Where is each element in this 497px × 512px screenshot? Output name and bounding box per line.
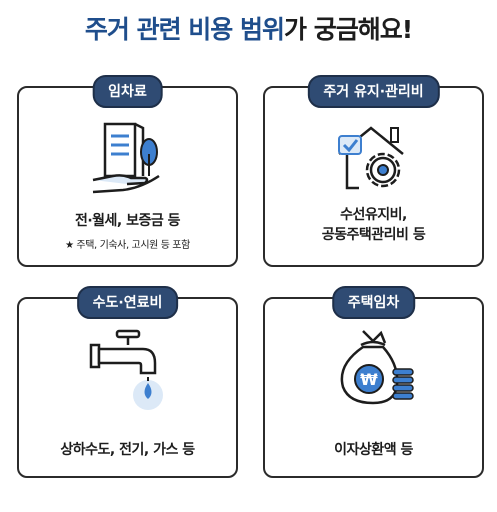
card-rent: 임차료 전·월세, 보증금 등 ★ 주택, 기숙사, 고시원 등 포함 (17, 75, 238, 267)
card-desc-line2: 공동주택관리비 등 (321, 227, 426, 243)
card-desc-line1: 수선유지비, (340, 207, 407, 223)
money-bag-icon: ₩ (340, 330, 414, 405)
card-desc: 이자상환액 등 (334, 442, 413, 458)
page-title: 주거 관련 비용 범위가 궁금해요! (0, 10, 497, 46)
title-highlight: 주거 관련 비용 범위 (84, 15, 285, 44)
card-note: ★ 주택, 기숙사, 고시원 등 포함 (65, 240, 190, 251)
title-rest: 가 궁금해요! (284, 15, 413, 44)
house-gear-icon (337, 126, 404, 190)
card-housing-loan: 주택임차 ₩ 이자상환액 등 (263, 286, 484, 478)
faucet-icon (89, 329, 163, 410)
card-tag: 임차료 (92, 75, 163, 108)
card-tag: 주거 유지·관리비 (307, 75, 440, 108)
card-utilities: 수도·연료비 상하수도, 전기, 가스 등 (17, 286, 238, 478)
card-tag: 주택임차 (331, 286, 416, 319)
card-tag: 수도·연료비 (76, 286, 179, 319)
currency-symbol: ₩ (360, 370, 378, 389)
card-maintenance: 주거 유지·관리비 수선유지비, 공동주택관리비 등 (263, 75, 484, 267)
card-desc: 상하수도, 전기, 가스 등 (60, 442, 195, 458)
card-desc: 전·월세, 보증금 등 (74, 213, 181, 229)
building-hand-icon (92, 122, 160, 194)
